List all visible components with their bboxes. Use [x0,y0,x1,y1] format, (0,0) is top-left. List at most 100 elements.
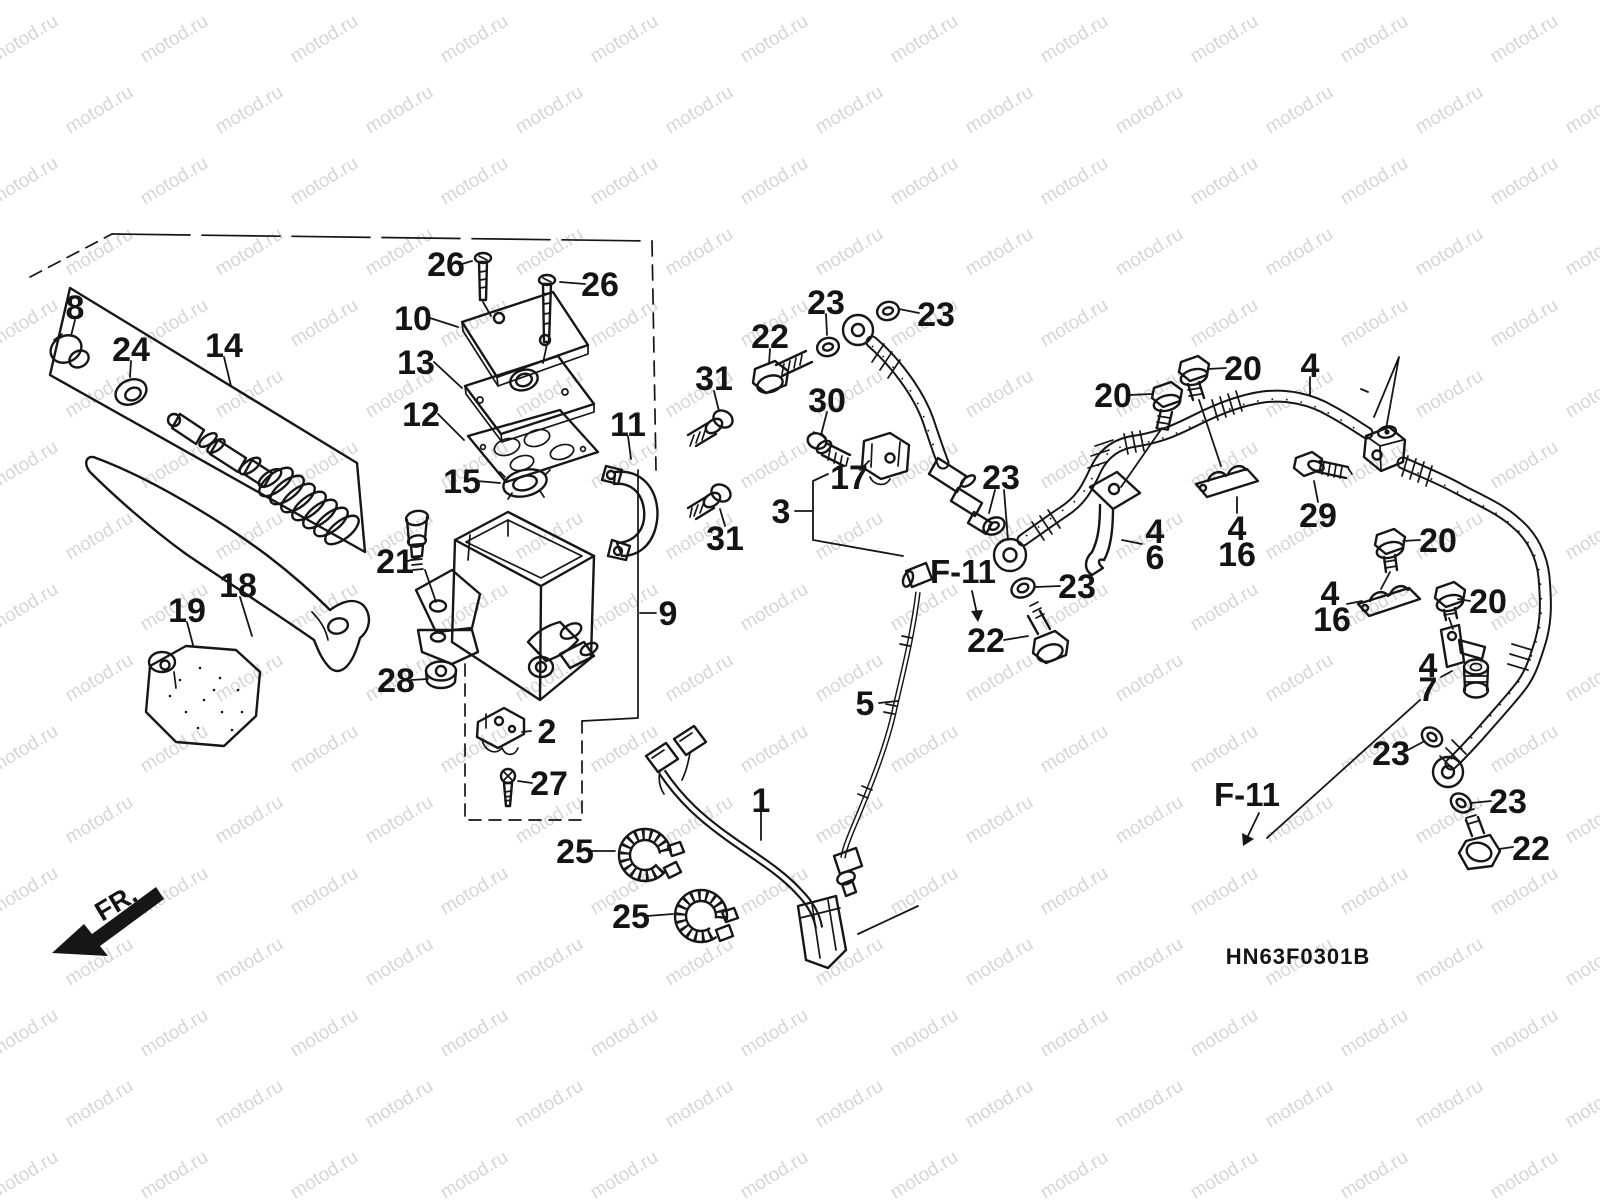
watermark-text: motod.ru [737,579,812,636]
watermark-text: motod.ru [1262,1076,1337,1133]
watermark-text: motod.ru [0,153,62,210]
part-5-brake-pipe [832,561,934,935]
watermark-text: motod.ru [1562,650,1600,707]
pointer-arrows [971,356,1421,846]
watermark-text: motod.ru [137,1147,212,1200]
part-callout-15: 15 [443,463,481,501]
watermark-text: motod.ru [212,508,287,565]
part-callout-16: 16 [1313,601,1351,639]
watermark-text: motod.ru [62,792,137,849]
watermark-text: motod.ru [962,82,1037,139]
part-callout-19: 19 [168,592,206,630]
watermark-text: motod.ru [512,224,587,281]
watermark-text: motod.ru [137,863,212,920]
watermark-text: motod.ru [287,153,362,210]
part-15-retainer-ring [499,468,551,500]
down-arrow-icon [971,610,983,622]
watermark-text: motod.ru [1412,82,1487,139]
part-callout-22: 22 [967,622,1005,660]
watermark-text: motod.ru [1562,508,1600,565]
watermark-text: motod.ru [1037,153,1112,210]
down-left-arrow-icon [1242,833,1254,846]
fr-direction-arrow-icon [52,887,164,956]
watermark-text: motod.ru [962,224,1037,281]
part-4-brake-hose-main [992,389,1552,789]
watermark-text: motod.ru [962,934,1037,991]
part-callout-4: 4 [1321,575,1340,613]
watermark-text: motod.ru [1487,1147,1562,1200]
watermark-text: motod.ru [962,1076,1037,1133]
watermark-text: motod.ru [812,1076,887,1133]
watermark-text: motod.ru [587,1005,662,1062]
part-29-bolt [1292,450,1353,480]
watermark-text: motod.ru [587,579,662,636]
watermark-text: motod.ru [1487,153,1562,210]
watermark-text: motod.ru [437,863,512,920]
part-callout-5: 5 [856,685,875,723]
part-28-nut [424,660,458,690]
part-callout-8: 8 [66,289,85,327]
leader-lines [70,260,1514,917]
part-callout-9: 9 [659,595,678,633]
part-callout-4: 4 [1146,513,1165,551]
part-22-banjo-bolts [751,349,1502,871]
watermark-text: motod.ru [1562,82,1600,139]
watermark-text: motod.ru [1037,863,1112,920]
watermark-text: motod.ru [1562,792,1600,849]
watermark-text: motod.ru [512,934,587,991]
watermark-text: motod.ru [887,1005,962,1062]
watermark-text: motod.ru [0,721,62,778]
watermark-text: motod.ru [1187,1005,1262,1062]
watermark-text: motod.ru [1487,863,1562,920]
watermark-text: motod.ru [812,82,887,139]
watermark-text: motod.ru [737,721,812,778]
watermark-text: motod.ru [1487,1005,1562,1062]
part-callout-23: 23 [1058,568,1096,606]
watermark-text: motod.ru [887,153,962,210]
watermark-text: motod.ru [362,934,437,991]
part-callout-22: 22 [751,318,789,356]
watermark-text: motod.ru [62,82,137,139]
part-19-lever-boot [144,644,262,748]
watermark-text: motod.ru [1412,224,1487,281]
watermark-text: motod.ru [512,650,587,707]
watermark-text: motod.ru [737,153,812,210]
part-callout-18: 18 [219,567,257,605]
section-ref-f11-1: F-11 [930,553,996,590]
watermark-text: motod.ru [887,11,962,68]
watermark-text: motod.ru [737,11,812,68]
part-callout-25: 25 [556,833,594,871]
watermark-text: motod.ru [1262,650,1337,707]
part-callout-12: 12 [402,396,440,434]
part-2-bracket [475,706,526,756]
watermark-text: motod.ru [1112,82,1187,139]
watermark-text: motod.ru [212,82,287,139]
watermark-text: motod.ru [587,1147,662,1200]
watermark-text: motod.ru [1562,224,1600,281]
watermark-text: motod.ru [1337,153,1412,210]
watermark-text: motod.ru [62,650,137,707]
watermark-text: motod.ru [0,579,62,636]
parts-kit-box [48,286,367,554]
watermark-text: motod.ru [287,11,362,68]
watermark-text: motod.ru [662,82,737,139]
watermark-text: motod.ru [737,1005,812,1062]
part-callout-25: 25 [612,898,650,936]
watermark-text: motod.ru [62,508,137,565]
watermark-text: motod.ru [1112,1076,1187,1133]
part-callout-17: 17 [830,459,868,497]
part-23-washers [815,300,1473,814]
watermark-text: motod.ru [737,437,812,494]
watermark-text: motod.ru [812,934,887,991]
watermark-text: motod.ru [437,1147,512,1200]
part-6-16-7-stays-clamps [1084,464,1490,699]
part-27-screw [499,767,517,808]
part-25-clips [617,827,740,948]
part-callout-20: 20 [1094,377,1132,415]
watermark-text: motod.ru [737,1147,812,1200]
watermark-text: motod.ru [287,437,362,494]
watermark-text: motod.ru [362,224,437,281]
diagram-code: HN63F0301B [1226,944,1371,969]
